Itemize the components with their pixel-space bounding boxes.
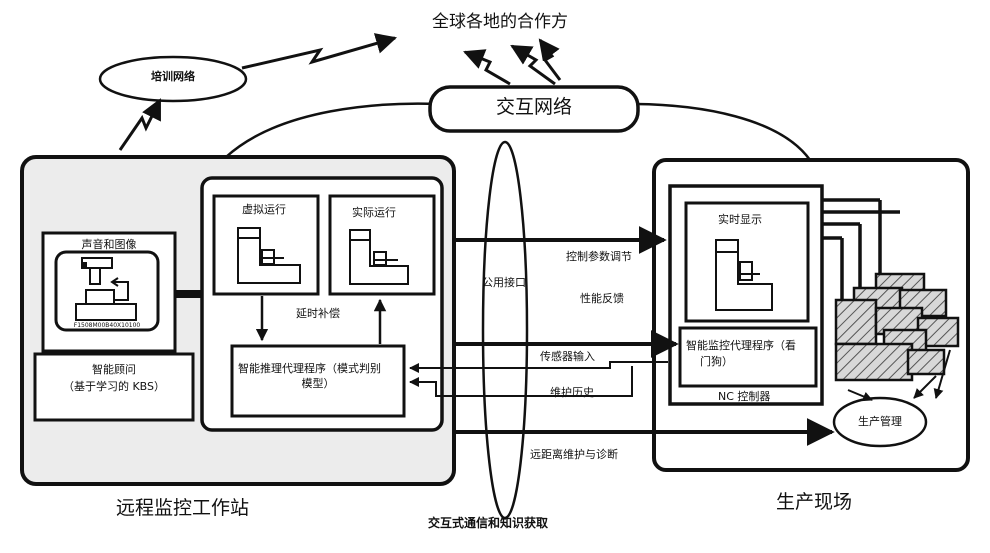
actual-run-box [328,194,436,296]
intelligent-advisor-box [33,352,195,422]
monitor-agent-line1: 智能监控代理程序（看 [686,339,796,352]
perf-feedback-label: 性能反馈 [580,292,624,305]
global-partners-label: 全球各地的合作方 [432,12,568,32]
screen-caption: F1508M00B40X10100 [73,322,141,329]
arrow-maint-history [409,366,633,397]
production-site-title: 生产现场 [776,491,853,513]
actual-machine-icon [349,229,409,285]
monitor-connector [175,290,203,298]
realtime-display-label: 实时显示 [718,213,762,226]
public-interface-ellipse [481,140,529,520]
interactive-network-box [428,85,640,133]
advisor-line2: （基于学习的 KBS） [62,380,166,393]
monitor-agent-line2: 门狗） [700,355,733,368]
workstation-title: 远程监控工作站 [116,497,250,519]
sound-image-label: 声音和图像 [81,238,137,251]
maint-history-label: 维护历史 [550,386,594,399]
production-mgmt-ellipse [832,396,928,448]
sensor-input-label: 传感器输入 [540,350,595,363]
training-network-label: 培训网络 [151,70,195,83]
reasoning-agent-line1: 智能推理代理程序（模式判别 [238,362,381,375]
arrow-sensor-input [409,361,668,373]
virtual-run-label: 虚拟运行 [242,203,286,216]
lightning-right2 [538,38,562,81]
actual-run-label: 实际运行 [352,206,396,219]
public-interface-label: 公用接口 [482,276,526,289]
bottom-caption: 交互式通信和知识获取 [428,516,549,530]
machine-cluster [834,272,960,382]
monitor-agent-box [678,326,818,388]
virtual-machine-icon [237,227,301,284]
training-network-ellipse [98,55,248,103]
advisor-line1: 智能顾问 [92,363,136,376]
nc-controller-label: NC 控制器 [718,390,771,403]
control-param-label: 控制参数调节 [566,250,632,263]
lightning-to-training [118,98,162,151]
production-mgmt-label: 生产管理 [858,415,902,428]
monitor-machine-icon [75,257,137,321]
site-machine-icon [715,239,773,311]
reasoning-agent-box [230,344,406,418]
lightning-to-partners [241,33,398,70]
interactive-network-label: 交互网络 [495,96,572,118]
remote-maint-label: 远距离维护与诊断 [530,448,618,461]
lightning-left [463,49,511,86]
delay-comp-label: 延时补偿 [296,307,340,320]
network-arc-right [629,102,812,161]
reasoning-agent-line2: 模型） [301,377,335,390]
network-arc [225,102,439,158]
lightning-right [510,44,556,86]
